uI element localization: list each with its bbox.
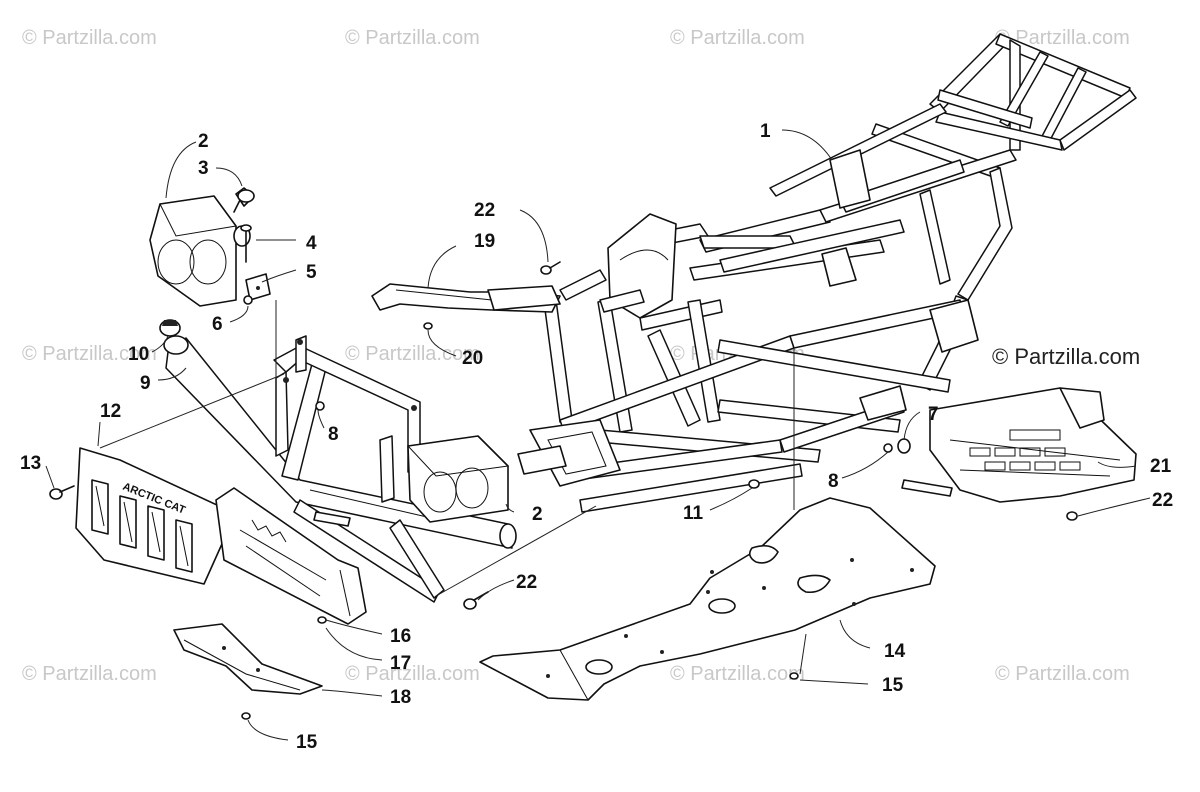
callout-13: 13 (20, 453, 41, 474)
callout-21: 21 (1150, 456, 1172, 477)
watermark: © Partzilla.com (22, 27, 157, 49)
headlight-adjuster (233, 187, 255, 213)
skid-plate (479, 497, 936, 701)
headlight-bolt (240, 224, 252, 263)
watermark-main: © Partzilla.com (992, 344, 1140, 369)
callout-3: 3 (198, 158, 209, 179)
bushing (897, 438, 911, 454)
callout-22: 22 (1152, 490, 1173, 511)
grille-insert (215, 487, 367, 625)
callout-16: 16 (390, 626, 411, 647)
callout-1: 1 (760, 121, 771, 142)
callout-8: 8 (828, 471, 839, 492)
bolt (49, 485, 75, 500)
callout-2: 2 (198, 131, 209, 152)
callout-22: 22 (516, 572, 537, 593)
screw (789, 672, 799, 680)
headlight-nut (243, 295, 253, 305)
callout-6: 6 (212, 314, 223, 335)
front-skid (173, 623, 323, 695)
watermark: © Partzilla.com (670, 663, 805, 685)
callout-9: 9 (140, 373, 151, 394)
bolt (463, 591, 489, 610)
callout-19: 19 (474, 231, 495, 252)
screw (423, 322, 433, 330)
callout-7: 7 (928, 404, 939, 425)
watermark: © Partzilla.com (995, 663, 1130, 685)
bolt (1066, 511, 1078, 521)
headlight-upper (149, 195, 251, 307)
nut (315, 401, 325, 411)
watermark: © Partzilla.com (22, 343, 157, 365)
callout-14: 14 (884, 641, 906, 662)
screw (317, 616, 327, 624)
front-bumper (163, 335, 517, 603)
footrest-tread (969, 429, 1081, 471)
callout-4: 4 (306, 233, 317, 254)
leader-lines (45, 129, 1151, 741)
bolt (748, 479, 760, 489)
headlight-mount-bracket (245, 273, 271, 301)
bolt (540, 261, 561, 275)
callout-10: 10 (128, 344, 149, 365)
callout-5: 5 (306, 262, 317, 283)
watermark: © Partzilla.com (345, 343, 480, 365)
bumper-plug (159, 319, 181, 337)
grille-panel: ARCTIC CAT (75, 447, 233, 585)
main-frame (517, 33, 1137, 513)
nut (883, 443, 893, 453)
screw (241, 712, 251, 720)
watermark: © Partzilla.com (22, 663, 157, 685)
footrest-right (901, 387, 1137, 503)
callout-18: 18 (390, 687, 411, 708)
callout-labels: 1 2 2 3 4 5 6 7 8 8 9 10 11 12 13 14 15 … (20, 121, 1173, 753)
watermark: © Partzilla.com (995, 27, 1130, 49)
callout-12: 12 (100, 401, 121, 422)
watermark: © Partzilla.com (345, 27, 480, 49)
front-rack-brace (371, 283, 561, 313)
watermark: © Partzilla.com (345, 663, 480, 685)
callout-15: 15 (882, 675, 904, 696)
callout-8: 8 (328, 424, 339, 445)
callout-15: 15 (296, 732, 318, 753)
callout-20: 20 (462, 348, 483, 369)
headlight-bracket (273, 335, 421, 503)
fastener-set (49, 261, 1078, 720)
callout-11: 11 (683, 503, 704, 524)
callout-2: 2 (532, 504, 543, 525)
callout-17: 17 (390, 653, 411, 674)
headlight-lower (406, 435, 510, 523)
watermark: © Partzilla.com (670, 27, 805, 49)
callout-22: 22 (474, 200, 495, 221)
